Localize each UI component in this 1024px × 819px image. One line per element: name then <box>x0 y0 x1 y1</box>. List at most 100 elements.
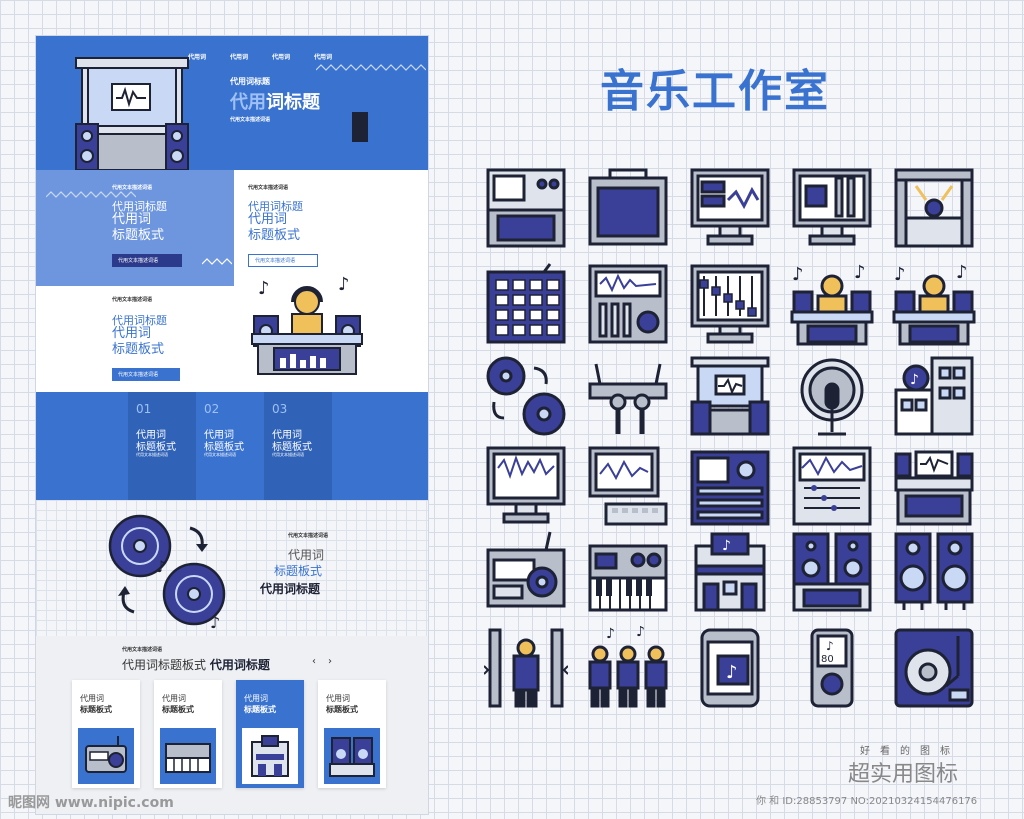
step-subtitle-1: 标题板式 <box>136 442 176 453</box>
nav-item-2[interactable]: 代用词 <box>230 54 249 61</box>
card-1-subtitle: 标题板式 <box>80 705 112 714</box>
nav-item-1[interactable]: 代用词 <box>188 54 207 61</box>
hero-small-title: 代用词标题 <box>230 77 270 86</box>
card-3-subtitle: 标题板式 <box>244 705 276 714</box>
music-player-icon: ♪80 <box>810 628 854 708</box>
card-2[interactable]: 代用词 标题板式 <box>154 680 222 788</box>
svg-text:♪: ♪ <box>258 278 270 299</box>
step-card-3: 03 代用词 标题板式 代用文本描述词语 <box>264 392 332 500</box>
card-4-title: 代用词 <box>326 694 350 703</box>
mixer-console-icon <box>486 168 566 248</box>
card-4-subtitle: 标题板式 <box>326 705 358 714</box>
cards-section: 代用文本描述词语 代用词标题板式 代用词标题 ‹ › 代用词 标题板式 代用词 … <box>36 636 428 814</box>
guitar-amp-icon <box>588 168 668 246</box>
left-panel-line1: 代用词标题 <box>112 200 167 213</box>
step-card-2: 02 代用词 标题板式 代用文本描述词语 <box>196 392 264 500</box>
cards-section-heading: 代用词标题板式 代用词标题 <box>122 656 270 673</box>
hero-desc: 代用文本描述词语 <box>230 117 271 123</box>
monitor-equalizer-icon <box>690 264 770 344</box>
feature-right-panel: 代用文本描述词语 代用词标题 代用词 标题板式 代用文本描述词语 <box>234 170 428 286</box>
radio-icon <box>78 728 134 784</box>
speaker-rack-icon <box>792 532 872 612</box>
steps-section: 01 代用词 标题板式 代用文本描述词语 02 代用词 标题板式 代用文本描述词… <box>36 392 428 500</box>
vinyl-section-line1: 代用词 <box>288 548 325 562</box>
zigzag-decoration-2 <box>46 191 136 198</box>
hero-big-title-a: 代用 <box>230 92 266 113</box>
monitor-waveform-icon <box>690 168 770 246</box>
step-title-1: 代用词 <box>136 430 166 441</box>
cards-heading-b: 代用词标题 <box>209 658 270 672</box>
step-number-2: 02 <box>204 402 220 416</box>
mixing-desk-icon <box>894 450 974 526</box>
dj-section-line1: 代用词标题 <box>112 314 167 327</box>
card-3-title: 代用词 <box>244 694 268 703</box>
card-3[interactable]: 代用词 标题板式 <box>236 680 304 788</box>
vinyl-swap-illustration: ♪ ♪ <box>108 514 226 630</box>
page-title: 音乐工作室 <box>600 66 830 117</box>
footer-id: 你 和 ID:28853797 NO:20210324154476176 <box>756 796 978 807</box>
microphone-pop-filter-icon <box>800 358 864 436</box>
right-panel-button[interactable]: 代用文本描述词语 <box>248 254 318 267</box>
radio-icon <box>486 531 566 608</box>
svg-text:♪: ♪ <box>156 557 166 576</box>
dj-section-heading: 代用词 标题板式 <box>112 326 164 358</box>
carousel-prev-button[interactable]: ‹ <box>312 656 316 667</box>
card-2-subtitle: 标题板式 <box>162 705 194 714</box>
step-number-1: 01 <box>136 402 152 416</box>
step-title-3: 代用词 <box>272 430 302 441</box>
dj-section-button[interactable]: 代用文本描述词语 <box>112 368 180 381</box>
left-panel-button[interactable]: 代用文本描述词语 <box>112 254 182 267</box>
step-subtitle-2: 标题板式 <box>204 442 244 453</box>
dj-booth-icon-2: ♪♪ <box>892 262 976 346</box>
nav-item-4[interactable]: 代用词 <box>314 54 333 61</box>
left-panel-line2: 代用词 <box>112 212 152 227</box>
carousel-next-button[interactable]: › <box>328 656 332 667</box>
zigzag-decoration <box>316 64 426 71</box>
card-1[interactable]: 代用词 标题板式 <box>72 680 140 788</box>
dj-section: 代用文本描述词语 代用词标题 代用词 标题板式 代用文本描述词语 ♪ ♪ <box>36 274 428 392</box>
step-desc-3: 代用文本描述词语 <box>272 452 304 457</box>
choir-icon: ♪♪ <box>588 626 668 708</box>
top-nav: 代用词 代用词 代用词 代用词 <box>188 44 356 63</box>
drum-pad-icon <box>486 263 566 344</box>
zigzag-decoration-3 <box>202 258 232 265</box>
studio-building-icon <box>242 728 298 784</box>
svg-text:♪: ♪ <box>726 662 738 683</box>
right-panel-desc: 代用文本描述词语 <box>248 185 289 191</box>
cards-heading-a: 代用词标题板式 <box>122 658 207 672</box>
monitor-oscilloscope-icon <box>486 446 566 524</box>
footer-tagline-big: 超实用图标 <box>848 762 959 787</box>
vinyl-section-line2: 标题板式 <box>274 564 323 578</box>
svg-text:80: 80 <box>821 654 834 665</box>
feature-left-panel: 代用文本描述词语 代用词标题 代用词 标题板式 代用文本描述词语 <box>36 170 234 286</box>
svg-text:♪: ♪ <box>606 626 615 642</box>
vinyl-section: ♪ ♪ 代用文本描述词语 代用词 标题板式 代用词标题 <box>36 500 428 636</box>
computer-keyboard-icon <box>588 446 668 526</box>
left-panel-desc: 代用文本描述词语 <box>112 185 153 191</box>
router-microphones-icon <box>588 363 668 434</box>
synth-icon <box>160 728 216 784</box>
audio-interface-icon <box>588 264 668 344</box>
step-number-3: 03 <box>272 402 288 416</box>
dj-section-line3: 标题板式 <box>112 342 165 357</box>
svg-text:♪: ♪ <box>722 538 731 554</box>
hero-big-title-b: 词标题 <box>266 92 320 113</box>
right-panel-line1: 代用词标题 <box>248 200 303 213</box>
step-desc-2: 代用文本描述词语 <box>204 452 236 457</box>
dj-booth-icon: ♪♪ <box>790 262 874 346</box>
nav-item-3[interactable]: 代用词 <box>272 54 291 61</box>
cards-section-desc: 代用文本描述词语 <box>122 647 163 653</box>
dj-section-line2: 代用词 <box>112 326 152 341</box>
smartphone-music-icon: ♪ <box>700 628 760 708</box>
svg-text:♪: ♪ <box>826 639 834 653</box>
vinyl-swap-icon <box>486 356 566 436</box>
hero-big-title: 代用词标题 <box>230 88 320 114</box>
svg-text:♪: ♪ <box>910 372 919 388</box>
card-4[interactable]: 代用词 标题板式 <box>318 680 386 788</box>
right-panel-line3: 标题板式 <box>248 228 301 243</box>
vinyl-section-line3: 代用词标题 <box>260 582 321 596</box>
dj-booth-illustration: ♪ ♪ <box>251 274 363 375</box>
footer-tagline-small: 好看的图标 <box>860 746 960 757</box>
step-title-2: 代用词 <box>204 430 234 441</box>
dark-block-decoration <box>352 112 368 142</box>
